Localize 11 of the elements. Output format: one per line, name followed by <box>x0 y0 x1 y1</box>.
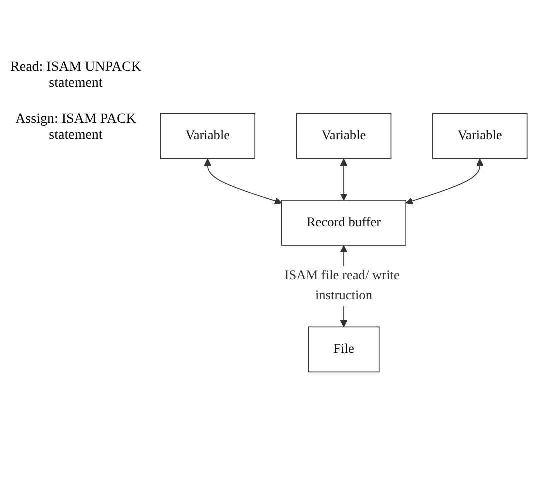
arrow <box>406 158 484 205</box>
arrow <box>204 158 282 205</box>
edge-label: ISAM file read/ write instruction <box>284 268 400 304</box>
node-box: Variable <box>296 113 392 160</box>
node-box: Variable <box>160 113 256 160</box>
node-box: File <box>308 326 380 373</box>
note-text: Assign: ISAM PACK statement <box>14 112 138 144</box>
arrow <box>340 158 348 201</box>
node-box: Variable <box>432 113 528 160</box>
note-text: Read: ISAM UNPACK statement <box>10 60 142 92</box>
node-box: Record buffer <box>282 200 406 246</box>
